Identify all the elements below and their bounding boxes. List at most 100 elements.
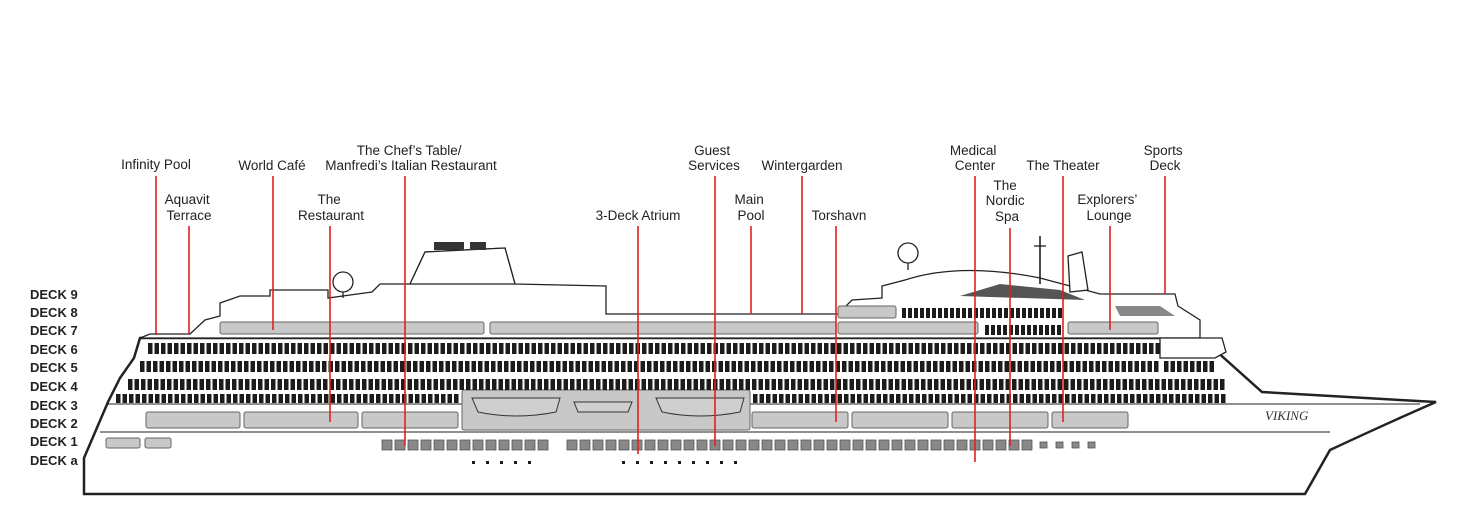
label-sports-deck: Sports Deck (1144, 143, 1187, 173)
cabin-window (1108, 361, 1113, 372)
cabin-window (1045, 394, 1050, 403)
callout-lines (155, 176, 1166, 462)
cabin-window (1071, 343, 1076, 354)
ship-outline: VIKING (82, 236, 1437, 496)
cabin-window (362, 343, 367, 354)
porthole (878, 439, 890, 451)
cabin-window (583, 379, 588, 390)
porthole (566, 439, 578, 451)
cabin-window (1097, 343, 1102, 354)
cabin-window (415, 394, 420, 403)
cabin-window (323, 379, 328, 390)
cabin-window (134, 379, 139, 390)
cabin-window (667, 379, 672, 390)
porthole (537, 439, 549, 451)
cabin-window (836, 379, 841, 390)
cabin-window (237, 361, 242, 372)
cabin-window (668, 343, 673, 354)
cabin-window (492, 343, 497, 354)
porthole (995, 439, 1007, 451)
cabin-window (556, 361, 561, 372)
cabin-window (285, 394, 290, 403)
cabin-window (343, 394, 348, 403)
cabin-window (1032, 394, 1037, 403)
cabin-window (154, 379, 159, 390)
cabin-window (213, 394, 218, 403)
label-explorers-lounge: Explorers’ Lounge (1077, 192, 1140, 223)
cabin-window (944, 308, 948, 318)
cabin-window (661, 379, 666, 390)
cabin-window (289, 361, 294, 372)
cabin-window (557, 343, 562, 354)
porthole (943, 439, 955, 451)
cabin-window (348, 361, 353, 372)
cabin-window (778, 343, 783, 354)
cabin-window (693, 379, 698, 390)
cabin-window (686, 361, 691, 372)
porthole (800, 439, 812, 451)
cabin-window (1110, 343, 1115, 354)
cabin-window (1214, 394, 1219, 403)
cabin-window (263, 361, 268, 372)
cabin-window (783, 361, 788, 372)
cabin-window (1116, 379, 1121, 390)
cabin-window (869, 379, 874, 390)
cabin-window (1064, 379, 1069, 390)
porthole (722, 439, 734, 451)
cabin-window (193, 343, 198, 354)
cabin-window (1207, 379, 1212, 390)
cabin-window (1025, 343, 1030, 354)
cabin-window (459, 379, 464, 390)
cabin-window (406, 361, 411, 372)
cabin-window (465, 361, 470, 372)
cabin-window (1123, 394, 1128, 403)
cabin-window (447, 343, 452, 354)
cabin-window (434, 343, 439, 354)
cabin-window (901, 379, 906, 390)
label-medical-center: Medical Center (950, 143, 1000, 173)
cabin-window (961, 394, 966, 403)
porthole (446, 439, 458, 451)
cabin-window (367, 361, 372, 372)
cabin-window (454, 394, 459, 403)
porthole (472, 439, 484, 451)
cabin-window (349, 379, 354, 390)
cabin-window (1142, 343, 1147, 354)
cabin-window (550, 379, 555, 390)
cabin-window (1135, 379, 1140, 390)
cabin-window (603, 343, 608, 354)
label-wintergarden: Wintergarden (761, 158, 842, 173)
cabin-window (582, 361, 587, 372)
cabin-window (342, 379, 347, 390)
cabin-window (1208, 394, 1213, 403)
cabin-window (921, 379, 926, 390)
cabin-window (817, 379, 822, 390)
porthole (678, 461, 681, 464)
cabin-window (575, 361, 580, 372)
cabin-window (900, 361, 905, 372)
porthole (1039, 441, 1048, 449)
cabin-window (757, 361, 762, 372)
cabin-window (452, 361, 457, 372)
cabin-window (198, 361, 203, 372)
cabin-window (1004, 361, 1009, 372)
cabin-window (226, 394, 231, 403)
cabin-window (666, 361, 671, 372)
cabin-window (1154, 361, 1159, 372)
cabin-window (1130, 394, 1135, 403)
callout-labels: Infinity Pool Aquavit Terrace World Café… (121, 143, 1187, 224)
cabin-window (1078, 394, 1083, 403)
cabin-window (232, 343, 237, 354)
cabin-window (882, 343, 887, 354)
cabin-window (920, 308, 924, 318)
cabin-window (876, 343, 881, 354)
cabin-window (1077, 343, 1082, 354)
cabin-window (725, 361, 730, 372)
cabin-window (998, 308, 1002, 318)
label-world-cafe: World Café (238, 158, 305, 173)
cabin-window (1013, 394, 1018, 403)
label-nordic-spa: The Nordic Spa (986, 178, 1029, 224)
cabin-window (615, 379, 620, 390)
cabin-window (472, 379, 477, 390)
cabin-window (655, 343, 660, 354)
